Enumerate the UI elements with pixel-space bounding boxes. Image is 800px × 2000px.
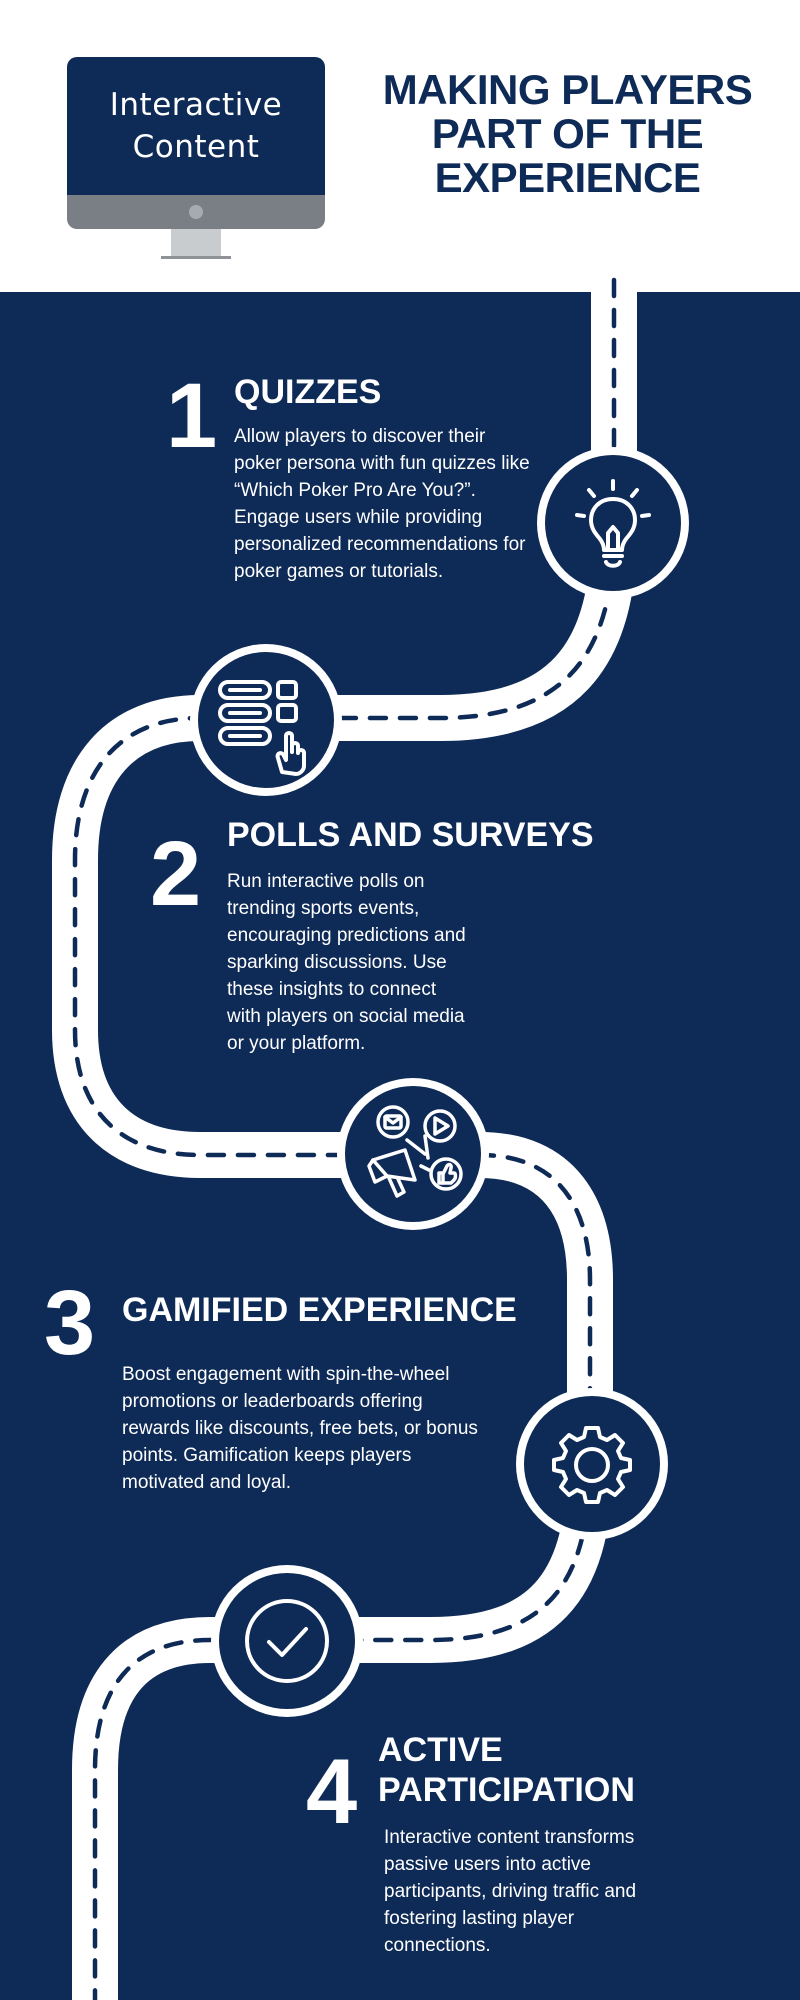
step-1-number: 1 [166,365,218,467]
poll-checklist-icon [190,644,342,796]
page-title: MAKING PLAYERS PART OF THE EXPERIENCE [360,68,775,200]
step-4-title-line2: PARTICIPATION [378,1771,635,1809]
step-4-number: 4 [306,1741,358,1843]
lightbulb-icon [537,447,689,599]
header: Interactive Content MAKING PLAYERS PART … [0,0,800,292]
checkmark-icon [211,1565,363,1717]
monitor-base [161,256,231,259]
step-1-body: Allow players to discover their poker pe… [234,426,530,582]
monitor-stand [171,229,221,257]
step-4-body: Interactive content transforms passive u… [384,1827,637,1956]
step-4-title-line1: ACTIVE [378,1731,503,1769]
step-2-title: POLLS AND SURVEYS [227,816,594,854]
gear-icon [516,1388,668,1540]
monitor-illustration: Interactive Content [67,57,325,262]
monitor-text-line2: Content [132,129,260,165]
page-title-line3: EXPERIENCE [434,154,701,201]
step-1-title: QUIZZES [234,373,382,411]
step-3-body: Boost engagement with spin-the-wheel pro… [122,1364,478,1493]
step-3-number: 3 [44,1272,96,1374]
monitor-text-line1: Interactive [109,87,283,123]
page-title-line1: MAKING PLAYERS [382,66,753,113]
page-title-line2: PART OF THE [431,110,704,157]
monitor-chin [67,195,325,229]
road-lane-dashes [72,277,617,2000]
step-3-title: GAMIFIED EXPERIENCE [122,1291,517,1329]
step-4-title: ACTIVE PARTICIPATION [378,1730,635,1810]
step-2-number: 2 [150,823,202,925]
step-2-body: Run interactive polls on trending sports… [227,871,466,1054]
monitor-screen: Interactive Content [67,57,325,195]
social-megaphone-icon [337,1078,489,1230]
monitor-power-dot [189,205,203,219]
